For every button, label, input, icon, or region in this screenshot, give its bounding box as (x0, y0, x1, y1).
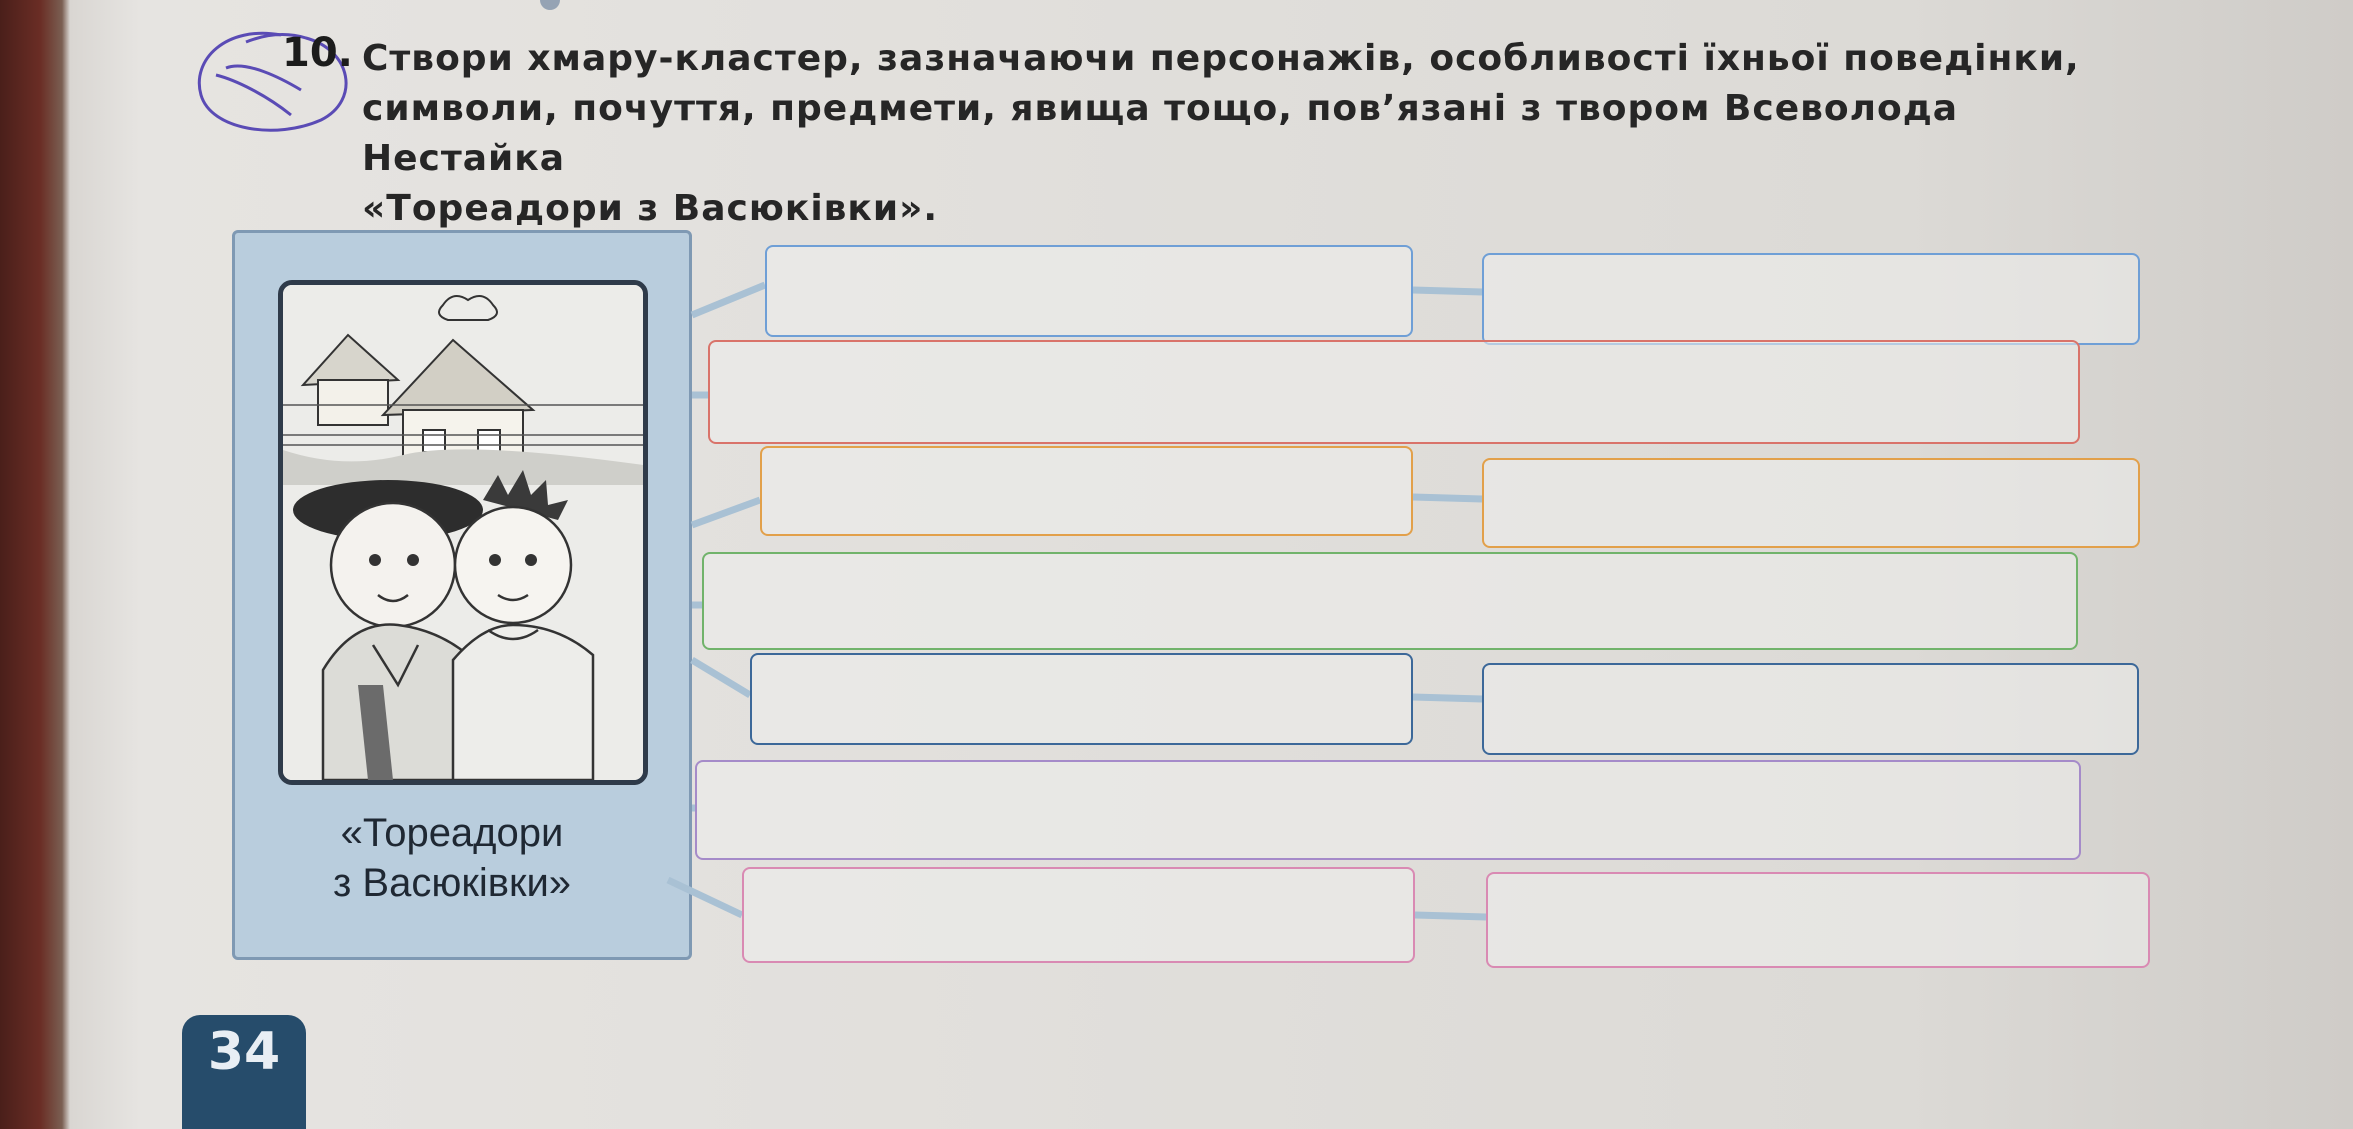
page-number-badge (182, 1015, 306, 1129)
cluster-box[interactable] (1482, 663, 2139, 755)
task-number: 10. (282, 30, 353, 76)
boys-village-drawing (283, 285, 643, 780)
header-bullet-icon (540, 0, 560, 10)
cluster-box[interactable] (702, 552, 2078, 650)
book-title-line: «Тореадори (340, 811, 564, 855)
cluster-box[interactable] (760, 446, 1413, 536)
task-line: Створи хмару-кластер, зазначаючи персона… (362, 38, 2080, 79)
task-instructions: Створи хмару-кластер, зазначаючи персона… (362, 34, 2162, 234)
cluster-box[interactable] (1486, 872, 2150, 968)
task-line: «Тореадори з Васюківки». (362, 188, 939, 229)
cluster-box[interactable] (750, 653, 1413, 745)
cluster-box[interactable] (695, 760, 2081, 860)
page-number: 34 (207, 1022, 281, 1082)
cluster-box[interactable] (765, 245, 1413, 337)
book-title: «Тореадори з Васюківки» (232, 808, 672, 908)
book-illustration (278, 280, 648, 785)
pen-circle-mark (197, 31, 348, 132)
book-title-line: з Васюківки» (332, 861, 572, 905)
page-header-strip (540, 0, 1840, 14)
task-line: символи, почуття, предмети, явища тощо, … (362, 88, 1959, 179)
cluster-box[interactable] (708, 340, 2080, 444)
cluster-box[interactable] (1482, 253, 2140, 345)
cluster-box[interactable] (742, 867, 1415, 963)
cluster-box[interactable] (1482, 458, 2140, 548)
